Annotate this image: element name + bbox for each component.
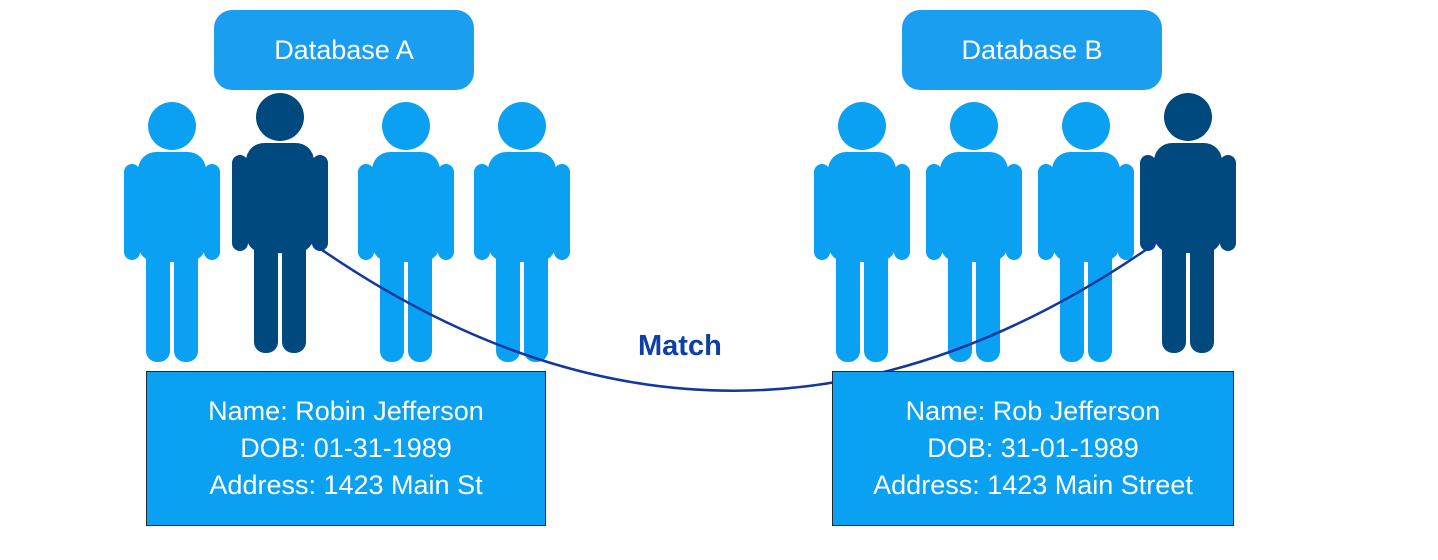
record-card-a: Name: Robin Jefferson DOB: 01-31-1989 Ad…	[146, 371, 546, 526]
match-label: Match	[638, 330, 722, 362]
person-a3	[358, 102, 454, 362]
record-card-b: Name: Rob Jefferson DOB: 31-01-1989 Addr…	[832, 371, 1234, 526]
record-a-name: Name: Robin Jefferson	[208, 396, 484, 426]
record-b-name: Name: Rob Jefferson	[905, 396, 1161, 426]
person-a1	[124, 102, 220, 362]
record-b-dob: DOB: 31-01-1989	[927, 433, 1139, 463]
record-a-address: Address: 1423 Main St	[209, 470, 483, 500]
match-connector-line	[311, 238, 1161, 392]
person-a2-highlighted	[232, 93, 328, 353]
database-a-label: Database A	[214, 10, 474, 90]
record-b-address: Address: 1423 Main Street	[873, 470, 1193, 500]
person-a4	[474, 102, 570, 362]
record-a-dob: DOB: 01-31-1989	[240, 433, 452, 463]
person-b1	[814, 102, 910, 362]
person-b3	[1038, 102, 1134, 362]
database-b-label: Database B	[902, 10, 1162, 90]
person-b2	[926, 102, 1022, 362]
person-b4-highlighted	[1140, 93, 1236, 353]
